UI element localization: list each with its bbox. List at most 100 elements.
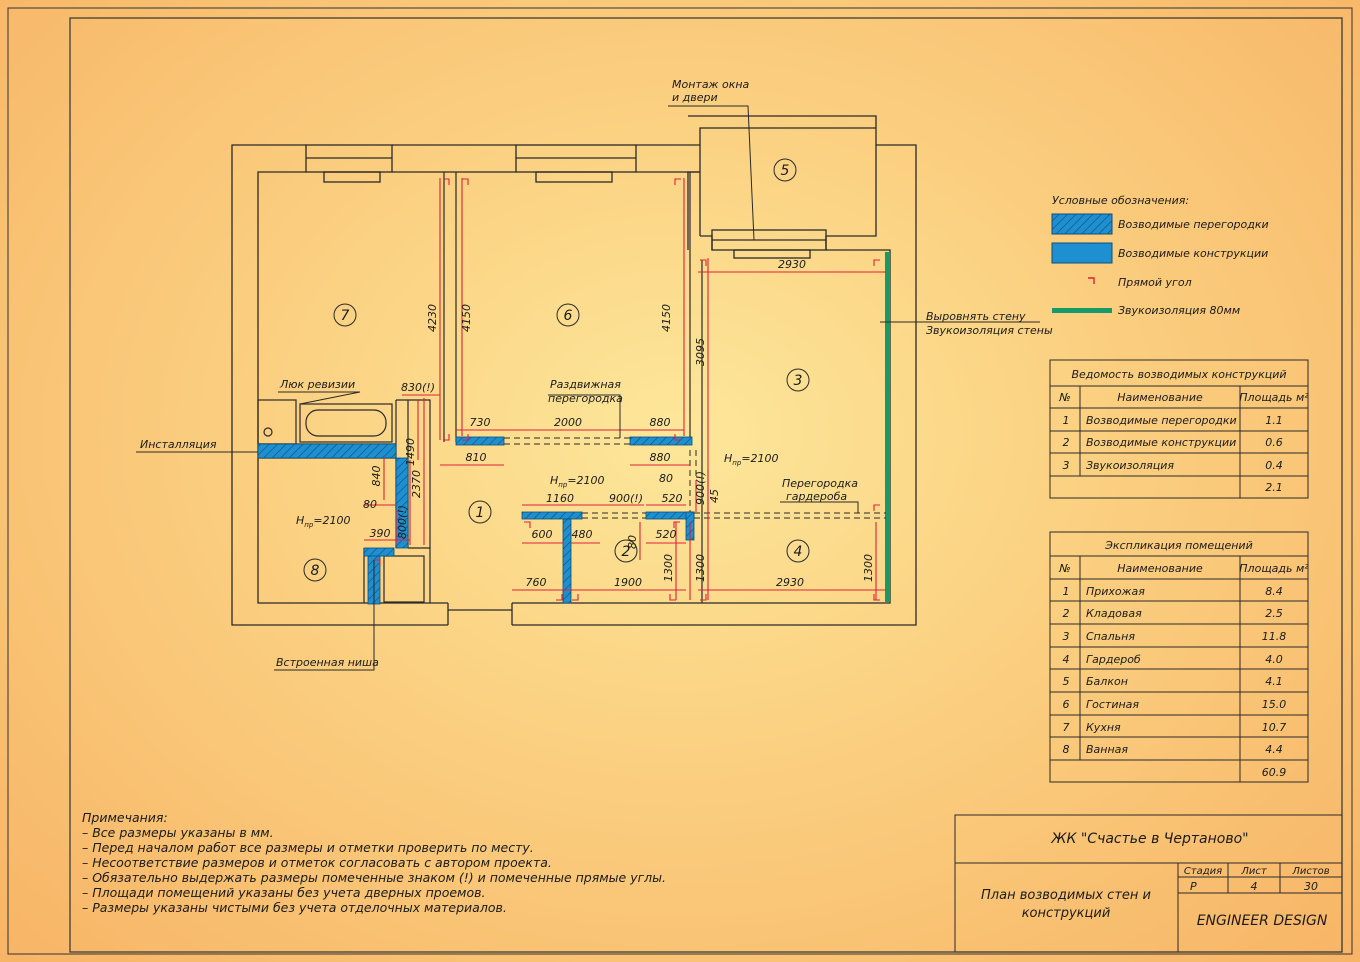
exterior-walls	[231, 115, 917, 626]
constructions-row2-area: 0.6	[1265, 436, 1283, 449]
note-line-5: – Площади помещений указаны без учета дв…	[82, 885, 486, 900]
dim-2370: 2370	[410, 470, 423, 498]
sound-insulation-strip	[885, 252, 890, 602]
rooms-row6-area: 15.0	[1262, 698, 1287, 711]
dimension-lines	[364, 178, 886, 601]
legend-item-partitions: Возводимые перегородки	[1118, 218, 1269, 231]
niche-label: Встроенная ниша	[276, 656, 379, 669]
legend-right-angle-icon	[1088, 277, 1095, 284]
rooms-total: 60.9	[1262, 766, 1287, 779]
dim-1300-b: 1300	[694, 554, 707, 582]
note-line-6: – Размеры указаны чистыми без учета отде…	[82, 900, 507, 915]
notes-title: Примечания:	[82, 810, 168, 825]
rooms-row6-no: 6	[1063, 698, 1070, 711]
legend-insulation-swatch	[1052, 308, 1112, 313]
constructions-row2-name: Возводимые конструкции	[1086, 436, 1236, 449]
room-number-2: 2	[622, 544, 631, 560]
dim-600: 600	[532, 528, 553, 541]
stage-value: Р	[1190, 880, 1197, 893]
dim-1300-c: 1300	[862, 554, 875, 582]
dim-730: 730	[470, 416, 491, 429]
dim-2930-bottom: 2930	[776, 576, 804, 589]
sheets-value: 30	[1304, 880, 1318, 893]
stage-header: Стадия	[1184, 866, 1222, 877]
sheet-header: Лист	[1240, 866, 1268, 877]
note-line-4: – Обязательно выдержать размеры помеченн…	[82, 870, 666, 885]
window-door-label-1: Монтаж окна	[672, 78, 750, 91]
dim-480: 480	[572, 528, 593, 541]
sliding-label-2: перегородка	[548, 392, 623, 405]
company-name: ENGINEER DESIGN	[1197, 913, 1328, 929]
dim-760: 760	[526, 576, 547, 589]
rooms-header-name: Наименование	[1117, 562, 1203, 575]
legend-item-constructions: Возводимые конструкции	[1118, 247, 1268, 260]
rooms-row4-no: 4	[1063, 653, 1070, 666]
wardrobe-label-2: гардероба	[786, 490, 847, 503]
constructions-row3-no: 3	[1063, 459, 1070, 472]
wardrobe-label-1: Перегородка	[782, 477, 858, 490]
rooms-row5-no: 5	[1063, 675, 1070, 688]
dim-1300-a: 1300	[662, 554, 675, 582]
hatch-label: Люк ревизии	[279, 378, 355, 391]
constructions-total: 2.1	[1265, 481, 1283, 494]
constructions-header-no: №	[1058, 391, 1070, 404]
legend-item-right-angle: Прямой угол	[1118, 276, 1192, 289]
legend-title: Условные обозначения:	[1052, 194, 1189, 207]
dim-2930-top: 2930	[778, 258, 806, 271]
rooms-header-area: Площадь м²	[1239, 562, 1309, 575]
rooms-row4-name: Гардероб	[1086, 653, 1141, 666]
notes-block: Примечания: – Все размеры указаны в мм. …	[82, 810, 666, 915]
legend-item-insulation: Звукоизоляция 80мм	[1118, 304, 1240, 317]
room-number-6: 6	[564, 308, 573, 324]
dim-2000: 2000	[554, 416, 582, 429]
dim-4230: 4230	[426, 304, 439, 332]
dim-3095: 3095	[694, 338, 707, 366]
dim-80-lower: 80	[626, 535, 639, 549]
door-height-1: Hпр=2100	[296, 514, 351, 529]
rooms-row8-area: 4.4	[1265, 743, 1283, 756]
constructions-title: Ведомость возводимых конструкций	[1071, 368, 1286, 381]
rooms-row5-name: Балкон	[1086, 675, 1128, 688]
rooms-row1-name: Прихожая	[1086, 585, 1145, 598]
rooms-row1-no: 1	[1063, 585, 1070, 598]
sheets-header: Листов	[1291, 866, 1329, 877]
room-number-3: 3	[794, 373, 803, 389]
rooms-row6-name: Гостиная	[1086, 698, 1139, 711]
sheet-value: 4	[1251, 880, 1258, 893]
dim-390: 390	[370, 527, 391, 540]
dim-1900: 1900	[614, 576, 642, 589]
dim-830: 830(!)	[401, 381, 435, 394]
constructions-row1-name: Возводимые перегородки	[1086, 414, 1237, 427]
rooms-row2-area: 2.5	[1265, 607, 1283, 620]
project-name: ЖК "Счастье в Чертаново"	[1050, 831, 1248, 847]
dim-80-upper: 80	[659, 472, 673, 485]
dim-880-bottom: 880	[650, 451, 671, 464]
installation-label: Инсталляция	[140, 438, 217, 451]
dim-4150-right: 4150	[660, 304, 673, 332]
legend-partition-swatch	[1051, 213, 1113, 235]
rooms-title: Экспликация помещений	[1104, 539, 1253, 552]
constructions-row1-area: 1.1	[1265, 414, 1283, 427]
constructions-table: Ведомость возводимых конструкций № Наиме…	[1049, 359, 1309, 499]
new-partitions	[257, 436, 695, 605]
door-height-value-2: 2100	[577, 474, 605, 487]
room-number-7: 7	[341, 308, 350, 324]
dim-1490: 1490	[404, 438, 417, 466]
sliding-door-lines	[504, 437, 886, 519]
rooms-row7-no: 7	[1063, 721, 1070, 734]
rooms-row8-name: Ванная	[1086, 743, 1128, 756]
sheet-name-line-1: План возводимых стен и	[981, 888, 1151, 903]
dim-80-bath: 80	[363, 498, 377, 511]
rooms-row3-no: 3	[1063, 630, 1070, 643]
rooms-row3-area: 11.8	[1262, 630, 1287, 643]
door-height-2: Hпр=2100	[550, 474, 605, 489]
constructions-header-name: Наименование	[1117, 391, 1203, 404]
constructions-row3-name: Звукоизоляция	[1086, 459, 1174, 472]
rooms-row3-name: Спальня	[1086, 630, 1135, 643]
align-wall-label-1: Выровнять стену	[926, 310, 1026, 323]
dim-840: 840	[370, 466, 383, 487]
dim-45: 45	[708, 489, 721, 503]
dim-900-b: 900(!)	[694, 471, 707, 505]
